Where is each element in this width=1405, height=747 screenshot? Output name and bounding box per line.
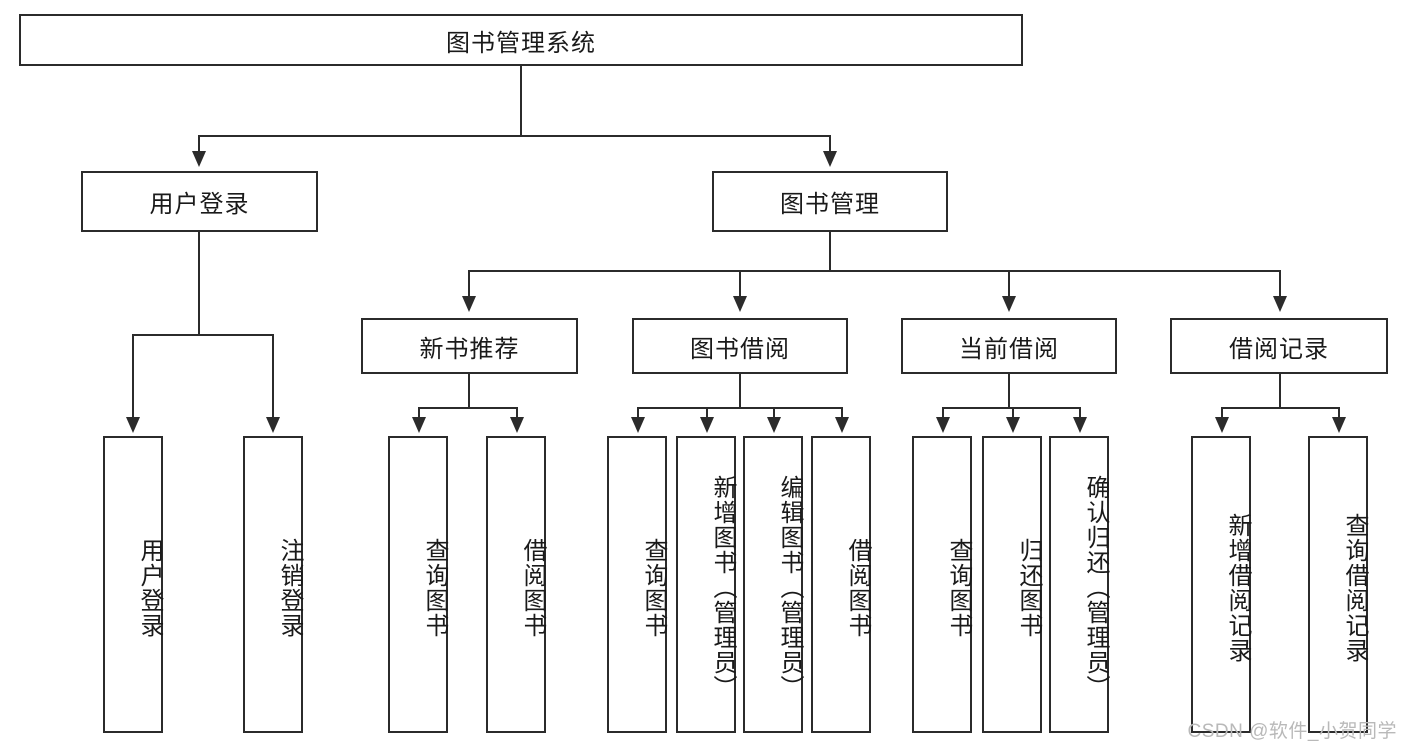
connector-user-login-to-leaf-1 <box>272 334 274 418</box>
leaf-label: 确认归还（管理员） <box>1082 475 1109 700</box>
arrow-nb-to-leaf-1 <box>510 417 524 433</box>
node-borrow-record[interactable]: 借阅记录 <box>1170 318 1388 374</box>
leaf-label: 借阅图书 <box>519 537 546 638</box>
node-book-borrow[interactable]: 图书借阅 <box>632 318 848 374</box>
node-new-book-recommend[interactable]: 新书推荐 <box>361 318 578 374</box>
connector-bm-to-new-book <box>468 270 470 297</box>
leaf-label: 编辑图书（管理员） <box>776 475 803 700</box>
leaf-query-book-current[interactable]: 查询图书 <box>912 436 972 733</box>
arrow-cb-to-leaf-0 <box>936 417 950 433</box>
leaf-logout[interactable]: 注销登录 <box>243 436 303 733</box>
leaf-label: 查询图书 <box>640 537 667 638</box>
leaf-label: 借阅图书 <box>844 537 871 638</box>
connector-bb-to-leaf-2 <box>773 407 775 418</box>
leaf-label: 查询借阅记录 <box>1341 512 1368 663</box>
connector-bb-to-leaf-3 <box>841 407 843 418</box>
arrow-bm-to-new-book <box>462 296 476 312</box>
connector-bm-to-book-borrow <box>739 270 741 297</box>
connector-br-to-leaf-1 <box>1338 407 1340 418</box>
leaf-borrow-book[interactable]: 借阅图书 <box>811 436 871 733</box>
connector-root-to-book-management <box>829 135 831 154</box>
connector-root-to-user-login <box>198 135 200 154</box>
connector-cb-to-leaf-0 <box>942 407 944 418</box>
node-label: 图书借阅 <box>690 335 790 363</box>
connector-bm-to-borrow-record <box>1279 270 1281 297</box>
leaf-add-book-admin[interactable]: 新增图书（管理员） <box>676 436 736 733</box>
node-root-book-management-system[interactable]: 图书管理系统 <box>19 14 1023 66</box>
arrow-cb-to-leaf-1 <box>1006 417 1020 433</box>
leaf-confirm-return-admin[interactable]: 确认归还（管理员） <box>1049 436 1109 733</box>
leaf-query-borrow-record[interactable]: 查询借阅记录 <box>1308 436 1368 733</box>
node-label: 图书管理 <box>780 191 880 218</box>
connector-br-to-leaf-0 <box>1221 407 1223 418</box>
arrow-bb-to-leaf-0 <box>631 417 645 433</box>
arrow-root-to-user-login <box>192 151 206 167</box>
arrow-br-to-leaf-1 <box>1332 417 1346 433</box>
connector-user-login-bus <box>133 334 274 336</box>
connector-current-borrow-bus <box>943 407 1080 409</box>
leaf-query-book-borrow[interactable]: 查询图书 <box>607 436 667 733</box>
leaf-label: 查询图书 <box>945 537 972 638</box>
connector-bm-to-current-borrow <box>1008 270 1010 297</box>
connector-book-borrow-stem <box>739 374 741 408</box>
arrow-br-to-leaf-0 <box>1215 417 1229 433</box>
connector-bb-to-leaf-1 <box>706 407 708 418</box>
node-book-management[interactable]: 图书管理 <box>712 171 948 232</box>
node-label: 当前借阅 <box>959 335 1059 363</box>
leaf-label: 注销登录 <box>276 537 303 638</box>
leaf-user-login[interactable]: 用户登录 <box>103 436 163 733</box>
leaf-edit-book-admin[interactable]: 编辑图书（管理员） <box>743 436 803 733</box>
connector-user-login-to-leaf-0 <box>132 334 134 418</box>
node-label: 借阅记录 <box>1229 335 1329 363</box>
leaf-add-borrow-record[interactable]: 新增借阅记录 <box>1191 436 1251 733</box>
connector-new-book-bus <box>419 407 518 409</box>
connector-bb-to-leaf-0 <box>637 407 639 418</box>
node-current-borrow[interactable]: 当前借阅 <box>901 318 1117 374</box>
arrow-bm-to-current-borrow <box>1002 296 1016 312</box>
arrow-cb-to-leaf-2 <box>1073 417 1087 433</box>
connector-root-bus <box>199 135 831 137</box>
arrow-bb-to-leaf-1 <box>700 417 714 433</box>
connector-nb-to-leaf-1 <box>516 407 518 418</box>
arrow-user-login-to-leaf-0 <box>126 417 140 433</box>
node-label: 用户登录 <box>149 191 250 218</box>
connector-new-book-stem <box>468 374 470 408</box>
leaf-label: 新增图书（管理员） <box>709 475 736 700</box>
leaf-label: 归还图书 <box>1015 537 1042 638</box>
leaf-return-book[interactable]: 归还图书 <box>982 436 1042 733</box>
arrow-bm-to-borrow-record <box>1273 296 1287 312</box>
arrow-root-to-book-management <box>823 151 837 167</box>
arrow-nb-to-leaf-0 <box>412 417 426 433</box>
leaf-query-book-recommend[interactable]: 查询图书 <box>388 436 448 733</box>
node-label: 新书推荐 <box>419 335 520 363</box>
leaf-label: 用户登录 <box>136 537 163 638</box>
arrow-bb-to-leaf-2 <box>767 417 781 433</box>
connector-root-stem <box>520 66 522 136</box>
connector-cb-to-leaf-2 <box>1079 407 1081 418</box>
arrow-bb-to-leaf-3 <box>835 417 849 433</box>
leaf-label: 查询图书 <box>421 537 448 638</box>
connector-borrow-record-bus <box>1222 407 1340 409</box>
connector-current-borrow-stem <box>1008 374 1010 408</box>
connector-book-borrow-bus <box>638 407 843 409</box>
connector-cb-to-leaf-1 <box>1012 407 1014 418</box>
node-user-login[interactable]: 用户登录 <box>81 171 318 232</box>
connector-book-management-bus <box>469 270 1280 272</box>
connector-nb-to-leaf-0 <box>418 407 420 418</box>
leaf-label: 新增借阅记录 <box>1224 512 1251 663</box>
arrow-bm-to-book-borrow <box>733 296 747 312</box>
node-label: 图书管理系统 <box>446 29 596 57</box>
csdn-watermark: CSDN @软件_小贺同学 <box>1187 721 1397 742</box>
connector-borrow-record-stem <box>1279 374 1281 408</box>
leaf-borrow-book-recommend[interactable]: 借阅图书 <box>486 436 546 733</box>
connector-user-login-stem <box>198 232 200 335</box>
arrow-user-login-to-leaf-1 <box>266 417 280 433</box>
connector-book-management-stem <box>829 232 831 271</box>
